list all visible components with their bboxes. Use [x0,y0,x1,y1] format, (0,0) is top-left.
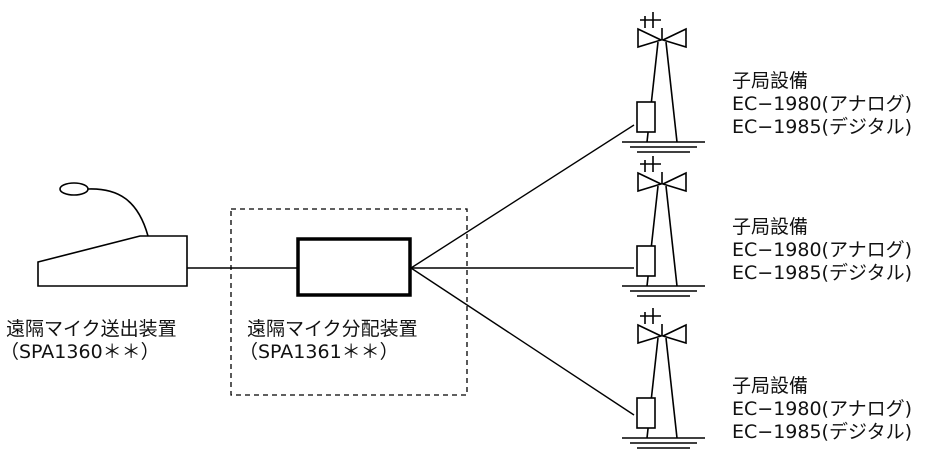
station-model-digital: EC−1985(デジタル) [732,116,912,138]
link-station-3 [410,267,635,416]
speaker-horn-icon [637,27,687,49]
station-title: 子局設備 [732,70,809,92]
station-model-digital: EC−1985(デジタル) [732,421,912,443]
station-model-analog: EC−1980(アナログ) [732,93,912,115]
speaker-horn-icon [637,323,687,345]
distributor-name: 遠隔マイク分配装置 [247,318,418,340]
distributor-enclosure [230,208,468,396]
transmitter-label: 遠隔マイク送出装置 （SPA1360＊＊） [0,318,177,364]
station-title: 子局設備 [732,216,809,238]
distributor-model: （SPA1361＊＊） [239,341,399,363]
station-links [410,124,635,416]
station-model-analog: EC−1980(アナログ) [732,239,912,261]
station-label-2: 子局設備 EC−1980(アナログ) EC−1985(デジタル) [732,216,912,285]
station-label-3: 子局設備 EC−1980(アナログ) EC−1985(デジタル) [732,375,912,444]
speaker-horn-icon [637,171,687,193]
station-label-1: 子局設備 EC−1980(アナログ) EC−1985(デジタル) [732,70,912,139]
mic-gooseneck [87,188,149,237]
station-pole-2 [622,156,705,297]
link-station-1 [410,124,635,269]
station-pole-3 [622,308,705,449]
distributor-label: 遠隔マイク分配装置 （SPA1361＊＊） [239,318,418,364]
station-title: 子局設備 [732,375,809,397]
station-pole-1 [622,12,705,153]
station-model-digital: EC−1985(デジタル) [732,262,912,284]
station-model-analog: EC−1980(アナログ) [732,398,912,420]
transmitter-model: （SPA1360＊＊） [0,341,160,363]
distributor-box [296,237,412,297]
mic-head-icon [59,182,89,196]
transmitter-name: 遠隔マイク送出装置 [6,318,177,340]
transmitter-body [37,235,188,287]
transmitter-device [37,182,188,287]
